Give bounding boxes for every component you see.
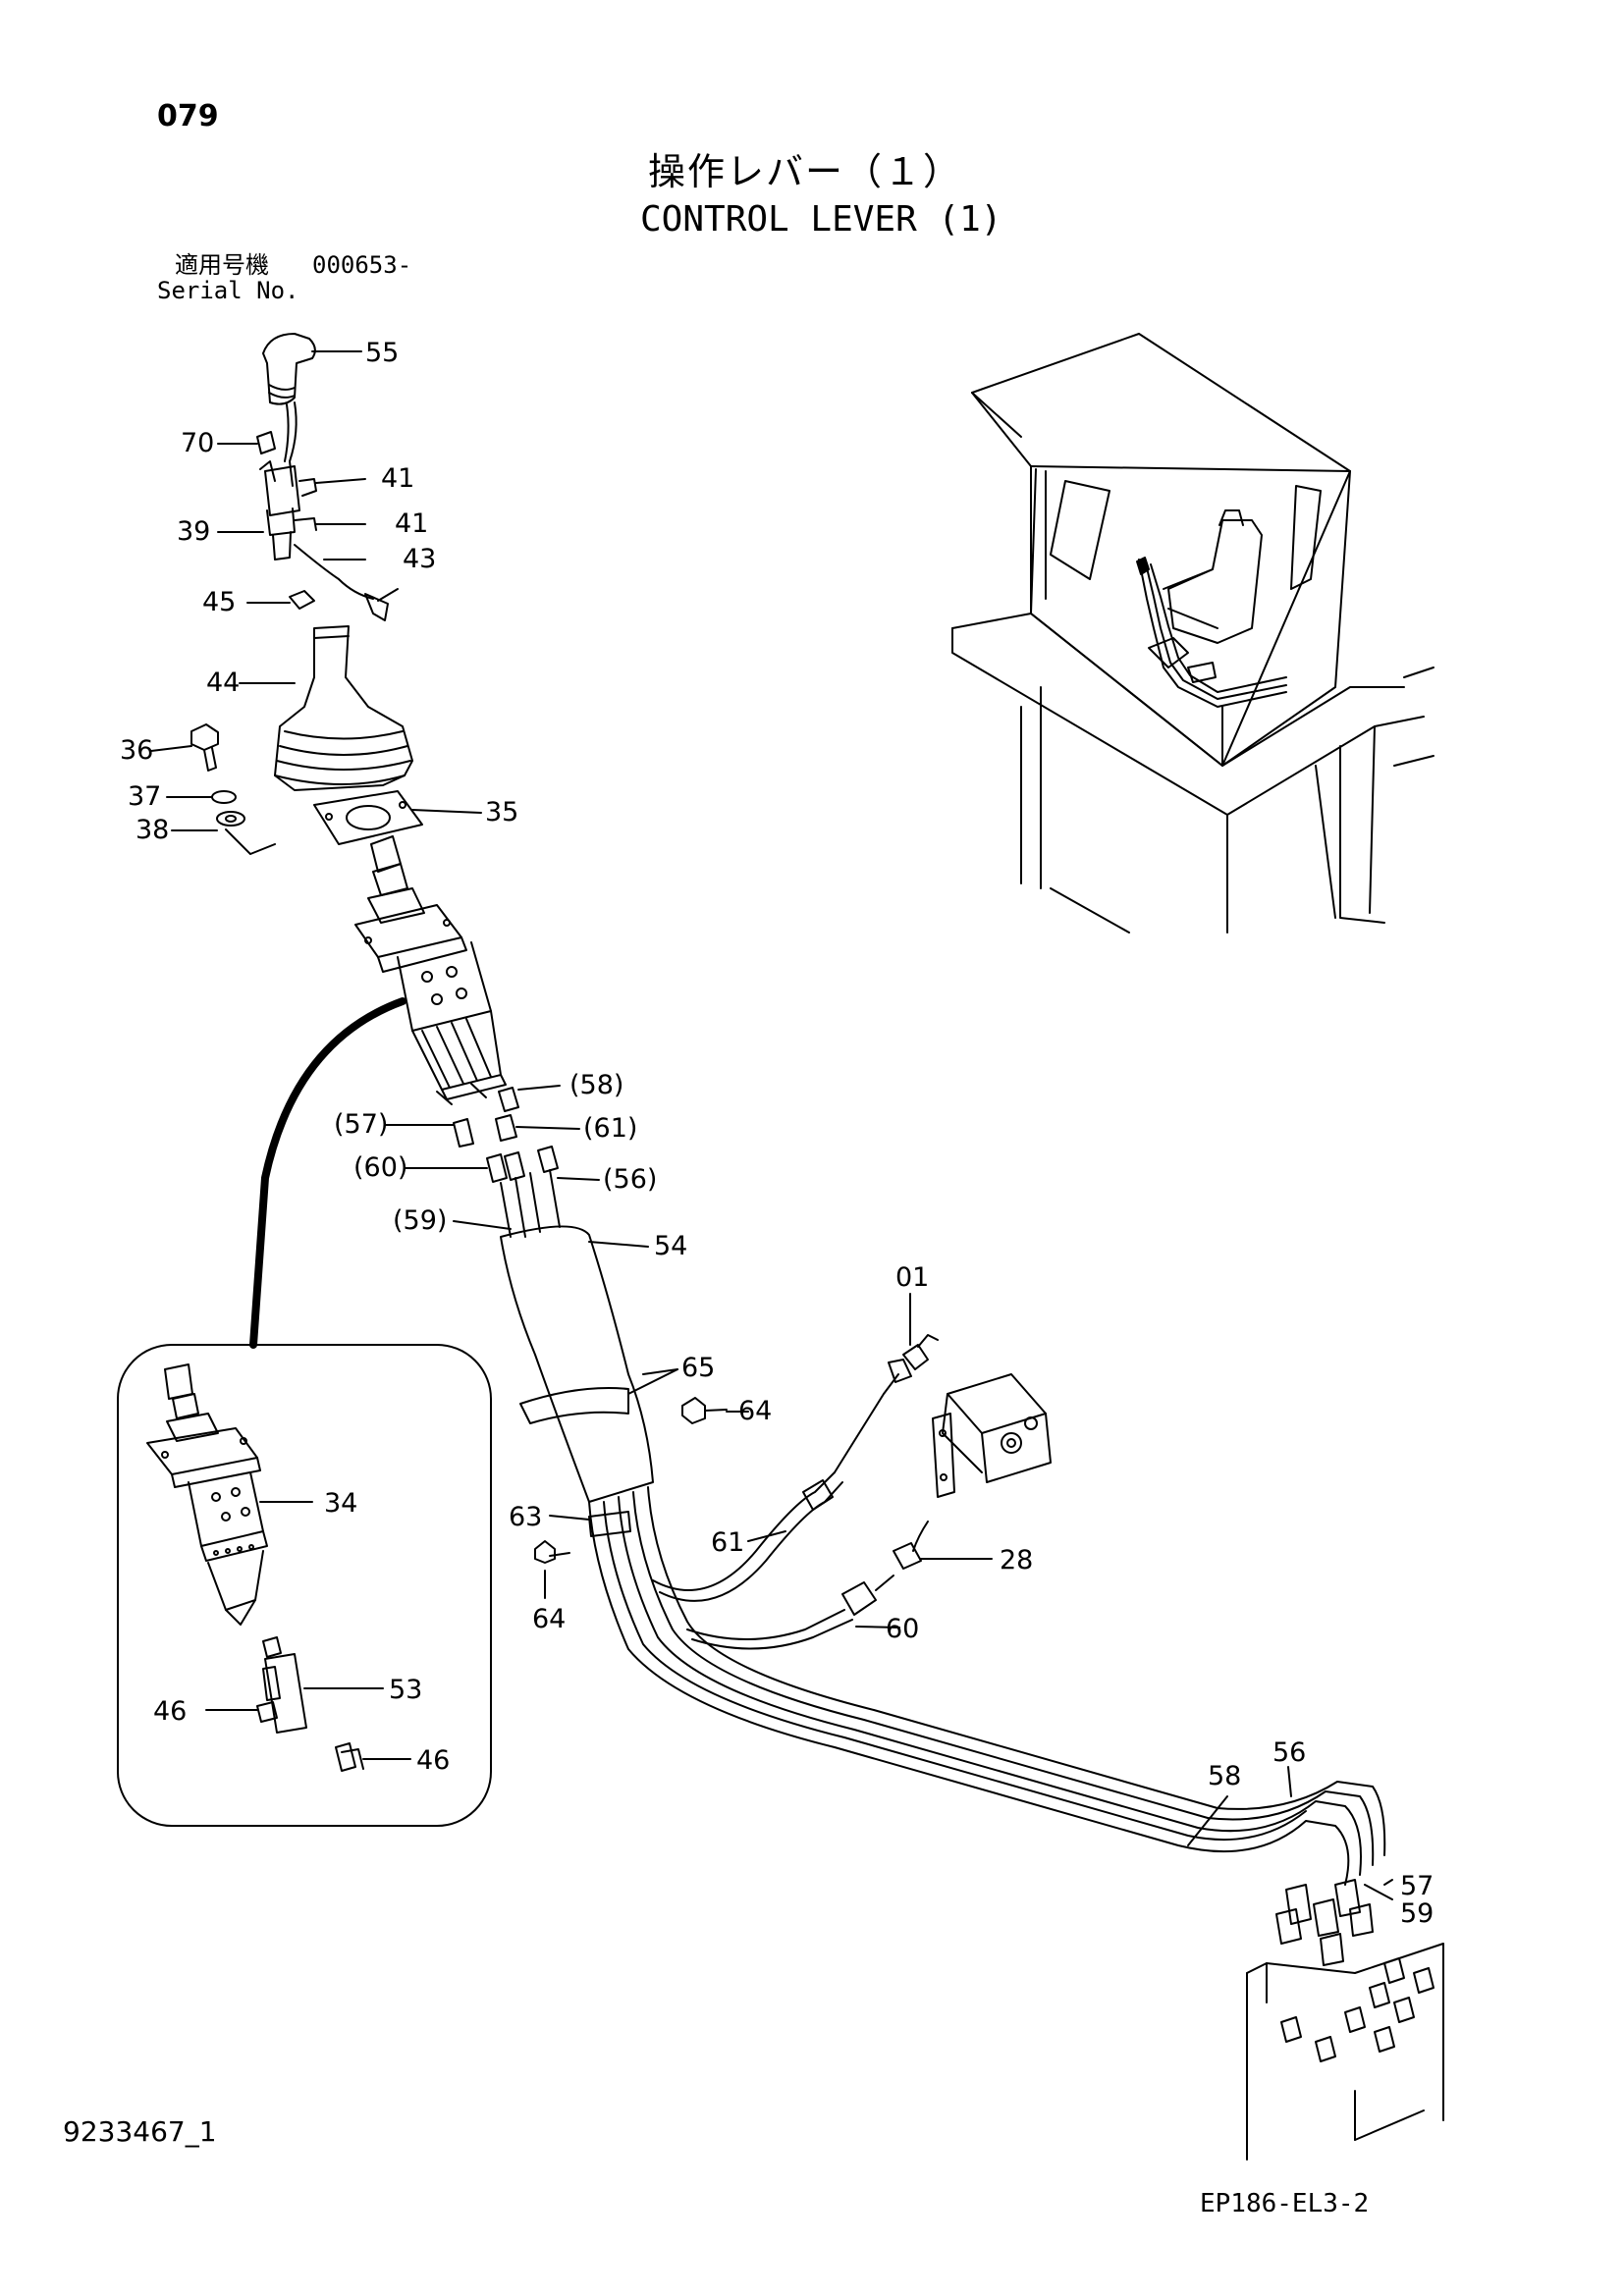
callout-39: 39 (177, 516, 210, 547)
callout-01: 01 (895, 1262, 929, 1293)
callout-36: 36 (120, 735, 153, 766)
callout-64a: 64 (738, 1396, 772, 1426)
callout-58-ref: (58) (569, 1070, 623, 1100)
hose-61-60 (652, 1373, 900, 1650)
callout-37: 37 (128, 781, 161, 812)
callout-57: 57 (1400, 1871, 1434, 1901)
valve-block (893, 1373, 1052, 1570)
callout-28: 28 (1000, 1545, 1033, 1575)
callout-46b: 46 (416, 1745, 450, 1776)
callout-56: 56 (1272, 1737, 1306, 1768)
serial-number-value: 000653- (312, 251, 412, 279)
hose-fittings (384, 1085, 600, 1183)
callout-54: 54 (654, 1231, 687, 1261)
callout-59-ref: (59) (393, 1205, 447, 1236)
detail-link-line (249, 997, 406, 1349)
callout-labels: 55 70 41 39 41 43 45 44 36 37 38 35 (58)… (120, 338, 1434, 1929)
callout-56-ref: (56) (603, 1164, 657, 1195)
callout-41b: 41 (395, 508, 428, 539)
callout-59: 59 (1400, 1898, 1434, 1929)
switch-wiring (217, 401, 399, 621)
figure-code: EP186-EL3-2 (1200, 2189, 1370, 2218)
hose-bundle (453, 1169, 1386, 1886)
callout-61-ref: (61) (583, 1113, 637, 1144)
control-valve-ports (1187, 1766, 1444, 2161)
page-number: 079 (157, 99, 219, 133)
callout-57-ref: (57) (334, 1109, 388, 1140)
callout-61: 61 (711, 1527, 744, 1558)
rubber-boot (239, 625, 413, 791)
callout-70: 70 (181, 428, 214, 458)
callout-60-ref: (60) (353, 1152, 407, 1183)
callout-45: 45 (202, 587, 236, 617)
title-japanese: 操作レバー（１） (648, 150, 963, 193)
elbow-fitting-01 (888, 1293, 939, 1383)
document-id: 9233467_1 (63, 2115, 217, 2148)
lever-grip (262, 333, 362, 405)
detail-inset (117, 1344, 492, 1827)
callout-41a: 41 (381, 463, 414, 494)
callout-60: 60 (886, 1614, 919, 1644)
callout-53: 53 (389, 1675, 422, 1705)
serial-label-japanese: 適用号機 (175, 251, 269, 279)
callout-65: 65 (681, 1353, 715, 1383)
callout-43: 43 (403, 544, 436, 574)
callout-64b: 64 (532, 1604, 566, 1634)
gasket-plate (313, 790, 482, 845)
bolt-and-washers (150, 723, 276, 855)
callout-34: 34 (324, 1488, 357, 1519)
callout-46a: 46 (153, 1696, 187, 1727)
title-english: CONTROL LEVER (1) (640, 199, 1002, 240)
callout-55: 55 (365, 338, 399, 368)
pilot-valve (354, 835, 507, 1105)
machine-cab-illustration (951, 333, 1435, 934)
callout-35: 35 (485, 797, 518, 828)
serial-label-english: Serial No. (157, 277, 299, 304)
callout-63: 63 (509, 1502, 542, 1532)
callout-44: 44 (206, 667, 240, 698)
callout-58: 58 (1208, 1761, 1241, 1791)
callout-38: 38 (135, 815, 169, 845)
